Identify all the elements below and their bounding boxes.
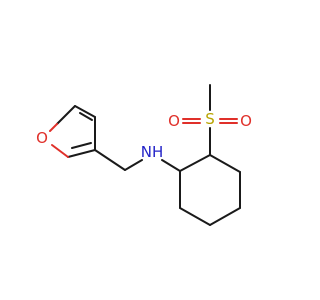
cyclohexane-ring bbox=[161, 154, 241, 226]
furan-ring bbox=[49, 105, 96, 158]
sulfur-label: S bbox=[205, 110, 215, 128]
amine-label: NH bbox=[141, 143, 164, 161]
molecule-diagram: O NH S O O bbox=[36, 84, 252, 226]
ring-oxygen-label: O bbox=[36, 129, 48, 147]
sulfonyl-oxygen-right-label: O bbox=[240, 112, 252, 130]
methylsulfonyl-group bbox=[182, 84, 238, 156]
methylene-linker bbox=[94, 149, 143, 171]
sulfonyl-oxygen-left-label: O bbox=[168, 112, 180, 130]
